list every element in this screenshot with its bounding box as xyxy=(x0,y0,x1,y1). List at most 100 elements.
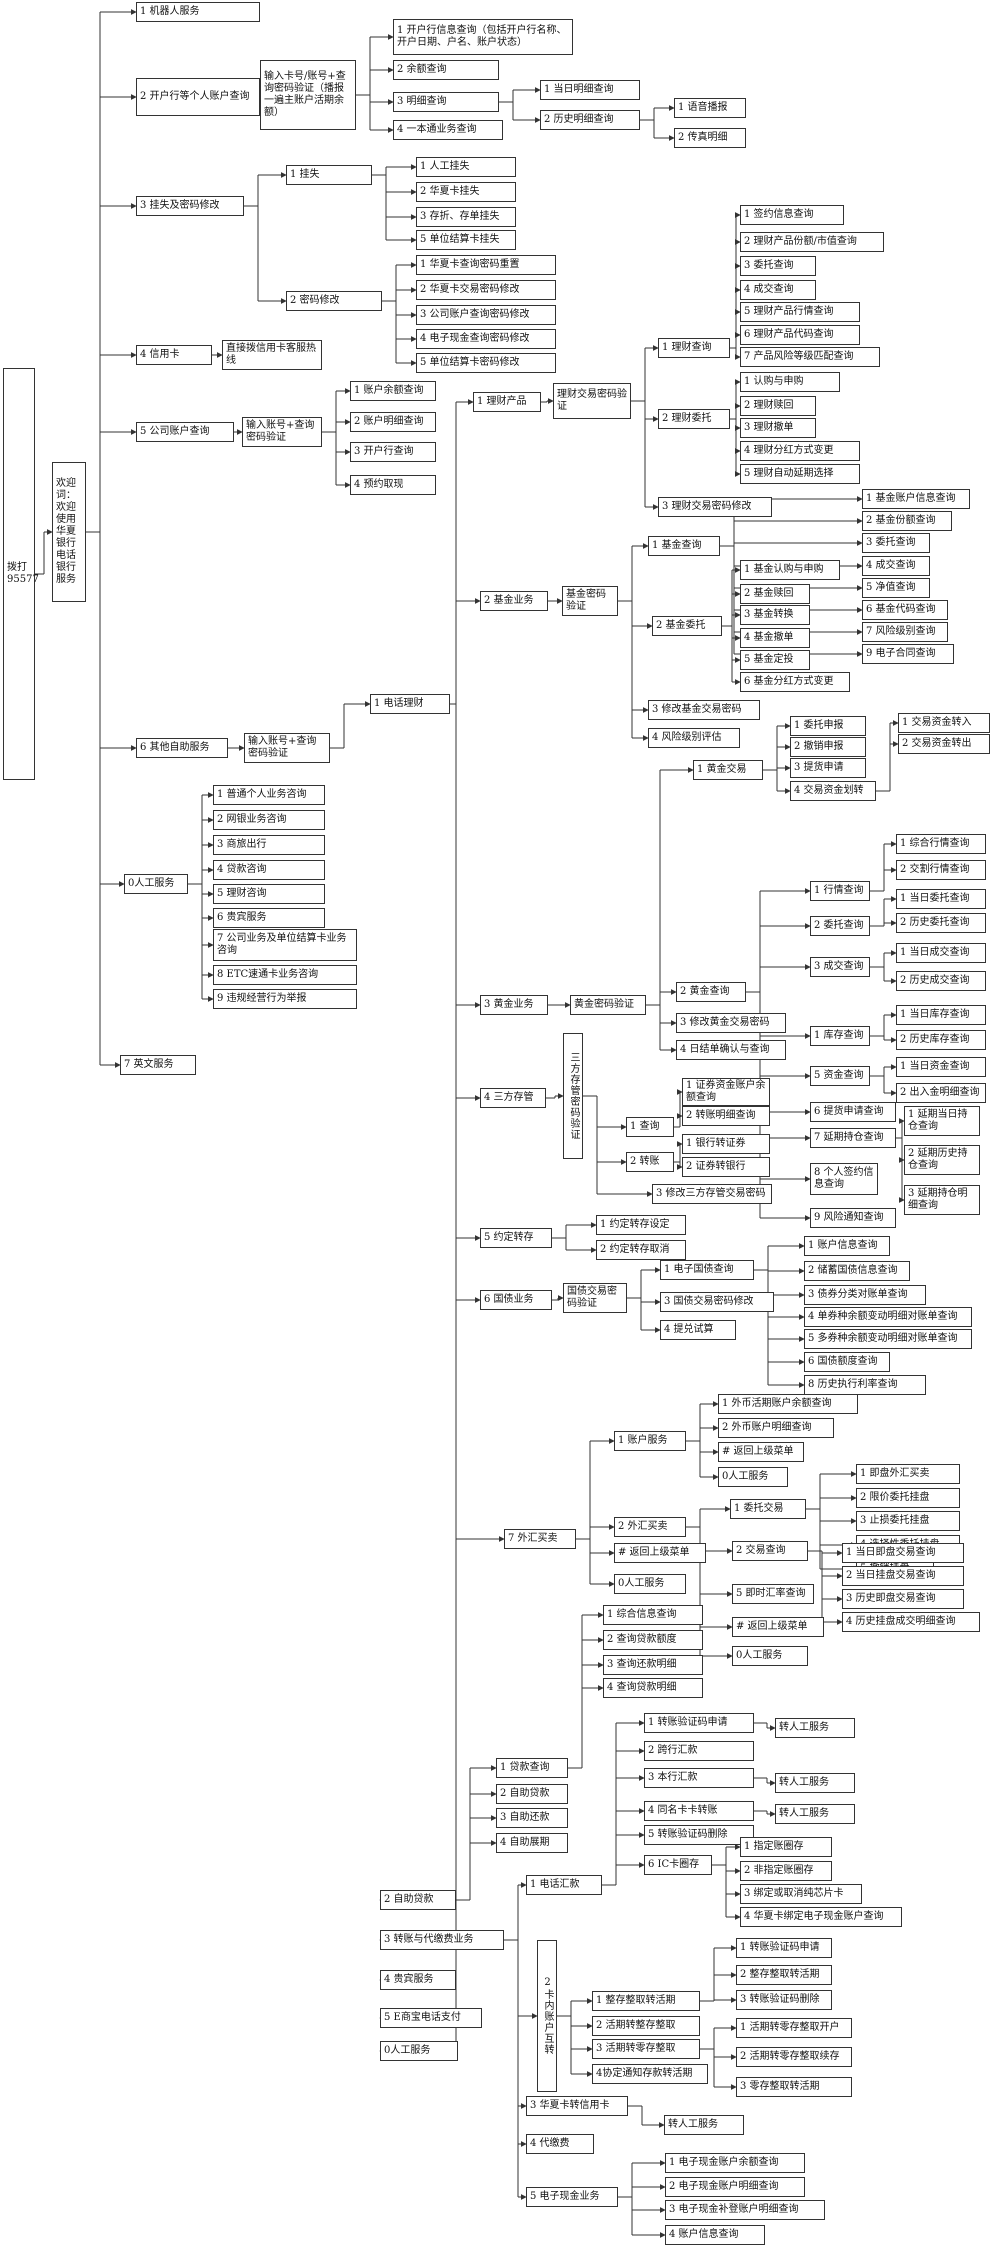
node-label: 3 公司账户查询密码修改 xyxy=(420,309,530,320)
node-gq-1: 1 行情查询 xyxy=(810,881,870,901)
node-label: 3 理财交易密码修改 xyxy=(662,501,752,512)
node-lq-2: 2 查询贷款额度 xyxy=(603,1630,703,1650)
node-label: 基金密码验证 xyxy=(566,589,606,612)
node-fxq-2: 2 当日挂盘交易查询 xyxy=(842,1566,964,1586)
node-gq1-1: 1 综合行情查询 xyxy=(896,834,986,854)
node-gq-5: 5 资金查询 xyxy=(810,1066,870,1086)
node-label: 0人工服务 xyxy=(128,878,175,889)
node-ma-4: 4 贷款咨询 xyxy=(213,860,325,880)
node-label: 5 电子现金业务 xyxy=(530,2191,600,2202)
node-label: 6 国债额度查询 xyxy=(808,1356,878,1367)
node-label: 3 查询还款明细 xyxy=(607,1659,677,1670)
node-gq-6: 6 提货申请查询 xyxy=(810,1102,896,1122)
node-oq-4: 4 一本通业务查询 xyxy=(393,120,503,140)
node-fxq-4: 4 历史挂盘成交明细查询 xyxy=(842,1612,980,1632)
node-label: 输入账号+查询密码验证 xyxy=(248,736,317,759)
node-label: 1 电子国债查询 xyxy=(664,1264,734,1275)
node-fe-6: 6 基金分红方式变更 xyxy=(740,672,850,692)
node-pw-4: 4 电子现金查询密码修改 xyxy=(416,329,556,349)
node-label: 4协定通知存款转活期 xyxy=(596,2068,693,2079)
node-ec-4: 4 账户信息查询 xyxy=(665,2225,765,2245)
node-label: 5 理财咨询 xyxy=(217,888,267,899)
node-gq-2: 2 委托查询 xyxy=(810,916,870,936)
node-label: 5 单位结算卡挂失 xyxy=(420,234,500,245)
node-label: 4 电子现金查询密码修改 xyxy=(420,333,530,344)
node-label: 转人工服务 xyxy=(779,1808,829,1819)
node-label: 2 历史库存查询 xyxy=(900,1034,970,1045)
node-label: 4 单券种余额变动明细对账单查询 xyxy=(808,1311,958,1322)
node-open-query: 2 开户行等个人账户查询 xyxy=(136,78,260,116)
node-label: 4 账户信息查询 xyxy=(669,2229,739,2240)
node-dq-2: 2 历史明细查询 xyxy=(540,110,640,130)
node-wp-e: 2 理财委托 xyxy=(658,409,730,429)
node-label: 5 净值查询 xyxy=(866,582,916,593)
node-gq7-3: 3 延期持仓明细查询 xyxy=(904,1185,980,1215)
node-label: 4 历史挂盘成交明细查询 xyxy=(846,1616,956,1627)
node-label: 3 止损委托挂盘 xyxy=(860,1515,930,1526)
node-loss-2: 2 密码修改 xyxy=(286,291,382,311)
node-fq-2: 2 基金份额查询 xyxy=(862,511,952,531)
node-bond-pwd: 国债交易密码验证 xyxy=(563,1283,627,1313)
node-label: 2 网银业务咨询 xyxy=(217,814,287,825)
node-px-5: 5 转账验证码删除 xyxy=(644,1825,754,1845)
node-bond-q: 1 电子国债查询 xyxy=(660,1260,754,1280)
node-label: 2 外币账户明细查询 xyxy=(722,1422,812,1433)
node-ic-2: 2 非指定账圈存 xyxy=(740,1861,832,1881)
node-label: 2 开户行等个人账户查询 xyxy=(140,91,250,102)
node-fq-8: 9 电子合同查询 xyxy=(862,644,954,664)
node-manual: 0人工服务 xyxy=(124,874,188,894)
node-label: 2 约定转存取消 xyxy=(600,1244,670,1255)
node-label: 4 同名卡卡转账 xyxy=(648,1805,718,1816)
node-label: 2 交易查询 xyxy=(736,1545,786,1556)
node-label: 1 证券资金账户余额查询 xyxy=(686,1080,766,1103)
node-label: 1 基金认购与申购 xyxy=(744,564,824,575)
node-label: 2 历史成交查询 xyxy=(900,975,970,986)
node-label: 2 电子现金账户明细查询 xyxy=(669,2181,779,2192)
node-label: 1 贷款查询 xyxy=(500,1762,550,1773)
node-bq-7: 8 历史执行利率查询 xyxy=(804,1375,926,1395)
node-bq-4: 4 单券种余额变动明细对账单查询 xyxy=(804,1307,972,1327)
node-bond-pwdmod: 3 国债交易密码修改 xyxy=(660,1292,774,1312)
node-label: 2 整存整取转活期 xyxy=(740,1969,820,1980)
node-label: 7 外汇买卖 xyxy=(508,1533,558,1544)
node-wq-2: 2 理财产品份额/市值查询 xyxy=(740,232,884,252)
node-ls-4: 5 单位结算卡挂失 xyxy=(416,230,516,250)
node-px-3: 3 本行汇款 xyxy=(644,1768,754,1788)
node-label: 3 成交查询 xyxy=(814,961,864,972)
node-label: 1 综合行情查询 xyxy=(900,838,970,849)
node-gq2-1: 1 当日委托查询 xyxy=(896,889,986,909)
node-fxq-1: 1 当日即盘交易查询 xyxy=(842,1543,964,1563)
node-px-4: 4 同名卡卡转账 xyxy=(644,1801,754,1821)
node-label: 0人工服务 xyxy=(736,1650,783,1661)
node-label: 1 语音播报 xyxy=(678,102,728,113)
node-label: 3 活期转零存整取 xyxy=(596,2043,676,2054)
node-label: 欢迎词：欢迎使用华夏银行电话银行服务 xyxy=(56,478,76,585)
node-label: 1 理财查询 xyxy=(662,342,712,353)
node-fxa-2: 2 外币账户明细查询 xyxy=(718,1418,834,1438)
node-label: 2 自助贷款 xyxy=(500,1788,550,1799)
node-label: 2 当日挂盘交易查询 xyxy=(846,1570,936,1581)
node-label: 3 存折、存单挂失 xyxy=(420,211,500,222)
node-hx-credit-m: 转人工服务 xyxy=(664,2115,744,2135)
node-fq-1: 1 基金账户信息查询 xyxy=(862,489,970,509)
node-label: 2 余额查询 xyxy=(397,64,447,75)
node-label: 1 当日委托查询 xyxy=(900,893,970,904)
node-label: 1 黄金交易 xyxy=(697,764,747,775)
node-gold-q: 2 黄金查询 xyxy=(676,982,746,1002)
node-fe-1: 1 基金认购与申购 xyxy=(740,560,840,580)
node-label: 5 约定转存 xyxy=(484,1232,534,1243)
node-label: 2 基金赎回 xyxy=(744,588,794,599)
node-ec-3: 3 电子现金补登账户明细查询 xyxy=(665,2200,825,2220)
node-label: 6 基金代码查询 xyxy=(866,604,936,615)
node-label: 2 黄金查询 xyxy=(680,986,730,997)
node-corp-pwd: 输入账号+查询密码验证 xyxy=(242,417,322,447)
node-label: 8 历史执行利率查询 xyxy=(808,1379,898,1390)
node-ma-7: 7 公司业务及单位结算卡业务咨询 xyxy=(213,929,357,961)
node-fe-5: 5 基金定投 xyxy=(740,650,810,670)
node-label: 3 黄金业务 xyxy=(484,999,534,1010)
node-gold: 3 黄金业务 xyxy=(480,995,548,1015)
node-label: 3 绑定或取消纯芯片卡 xyxy=(744,1888,844,1899)
node-label: 1 开户行信息查询（包括开户行名称、开户日期、户名、账户状态） xyxy=(397,25,567,48)
node-label: 转人工服务 xyxy=(779,1722,829,1733)
node-label: 5 E商宝电话支付 xyxy=(384,2012,461,2023)
